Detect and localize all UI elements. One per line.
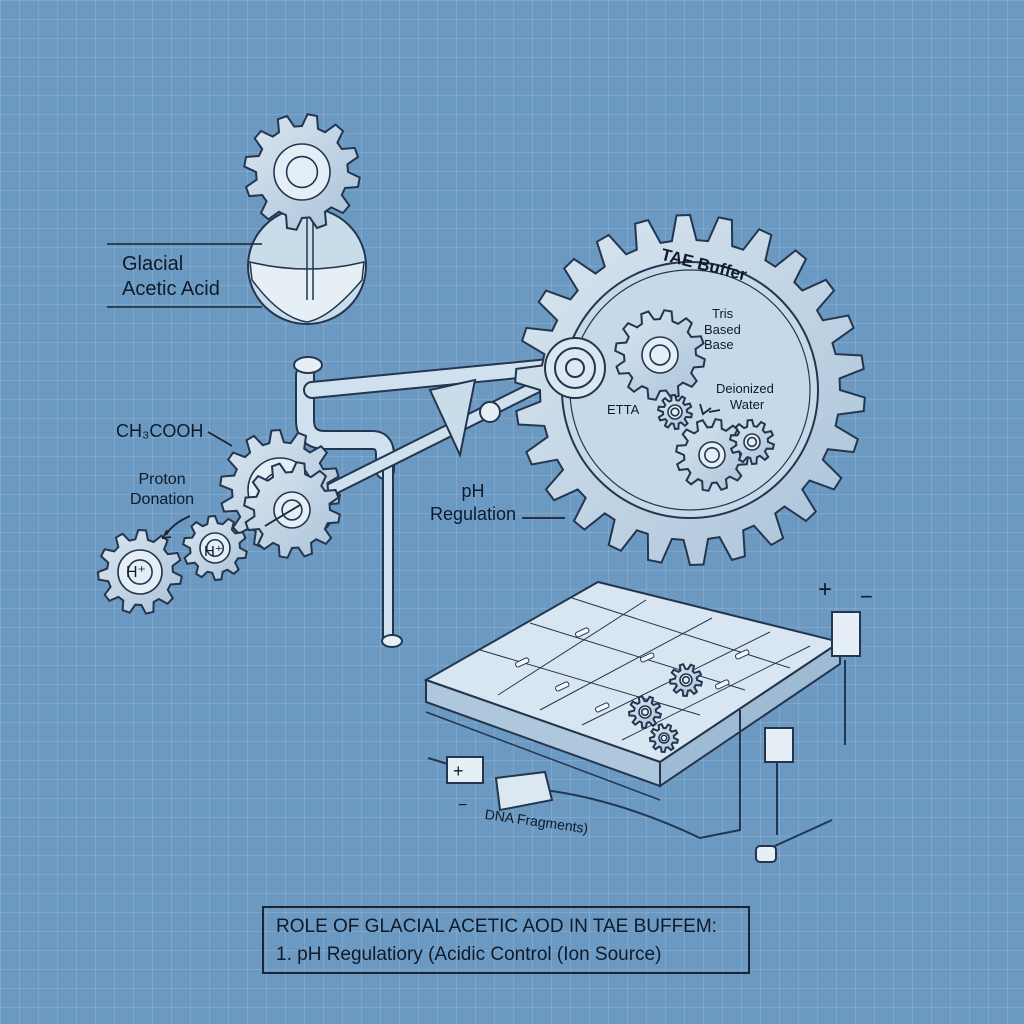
gel-gear-3 (648, 723, 680, 754)
negative-terminal-label: − (860, 584, 873, 609)
gear-group (96, 113, 866, 754)
small-gear-h-ion-1 (96, 528, 183, 615)
acetic-acid-label: Glacial Acetic Acid (122, 252, 220, 302)
h-ion-label-1: H⁺ (126, 564, 146, 581)
caption-title: ROLE OF GLACIAL ACETIC AOD IN TAE BUFFEM… (276, 916, 717, 937)
flask-bulb (247, 200, 367, 325)
bottom-minus-label: − (458, 797, 468, 814)
tris-label-line1: Tris (712, 306, 734, 321)
tris-label-line3: Base (704, 337, 734, 353)
proton-label-line2: Donation (130, 491, 195, 508)
proton-donation-label: Proton Donation (130, 470, 194, 510)
water-label-line1: Deionized (716, 381, 774, 396)
edta-label: ETTA (607, 402, 640, 417)
caption-box: ROLE OF GLACIAL ACETIC AOD IN TAE BUFFEM… (262, 906, 750, 974)
electrodes (427, 660, 846, 856)
gel-tray (423, 580, 843, 788)
ph-label-line1: pH (461, 481, 485, 501)
acetic-acid-label-line1: Glacial (122, 253, 184, 275)
positive-terminal-label: + (818, 576, 833, 603)
gel-gear-1 (668, 662, 704, 698)
big-gear-hub (544, 337, 606, 399)
tris-label-line2: Based (704, 321, 741, 337)
proton-label-line1: Proton (138, 471, 186, 488)
box-plus-label: + (453, 761, 464, 781)
small-gear-h-ion-2 (182, 514, 248, 582)
small-gear-edta (656, 393, 694, 431)
deionized-water-label: Deionized Water (716, 381, 774, 412)
tris-base-label: Tris Based Base (704, 306, 741, 353)
ph-regulation-label: pH Regulation (430, 480, 516, 525)
gel-gear-2 (627, 694, 663, 730)
formula-label: CH₃COOH (116, 421, 204, 441)
top-gear (243, 113, 361, 231)
caption-subtitle: 1. pH Regulatiory (Acidic Control (Ion S… (276, 944, 662, 965)
acetic-acid-label-line2: Acetic Acid (122, 278, 220, 300)
water-gear-2 (728, 418, 776, 466)
tris-gear (614, 309, 706, 401)
arrows (161, 403, 721, 540)
ph-label-line2: Regulation (430, 503, 517, 524)
water-label-line2: Water (730, 396, 765, 412)
h-ion-label-2: H⁺ (204, 543, 223, 560)
